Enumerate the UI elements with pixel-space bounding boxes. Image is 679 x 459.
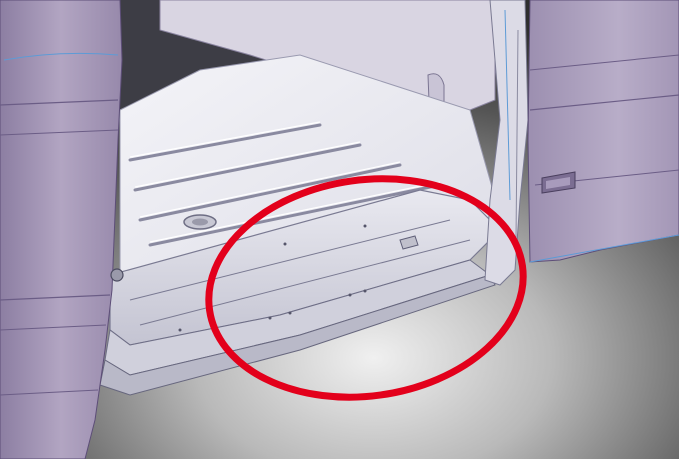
sill-bracket	[399, 235, 419, 250]
left-pivot-bolt	[110, 268, 124, 282]
highlight-circle	[205, 175, 527, 401]
left-side-panel	[0, 0, 123, 459]
floor-ribs	[128, 123, 442, 247]
left-panel-edge	[3, 52, 119, 61]
right-side-panel	[527, 0, 679, 263]
